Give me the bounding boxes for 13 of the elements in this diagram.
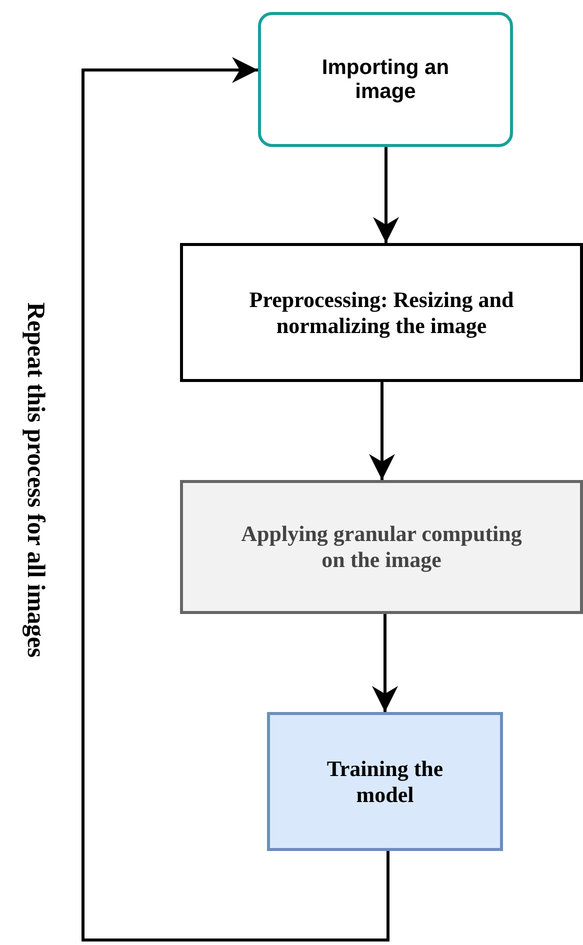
box-label: Training the model <box>326 756 444 808</box>
loop-note: Repeat this process for all images <box>21 302 49 658</box>
process-box <box>267 712 503 851</box>
box-label: Preprocessing: Resizing and normalizing the image <box>248 286 515 338</box>
start-box <box>258 12 513 147</box>
arrow <box>372 614 398 712</box>
arrow <box>369 382 395 480</box>
process-box <box>180 243 583 382</box>
arrow <box>373 147 399 243</box>
process-box <box>180 480 583 614</box>
box-label: Importing an image <box>320 56 450 104</box>
arrow <box>82 57 390 942</box>
box-label: Applying granular computing on the image <box>240 521 523 573</box>
